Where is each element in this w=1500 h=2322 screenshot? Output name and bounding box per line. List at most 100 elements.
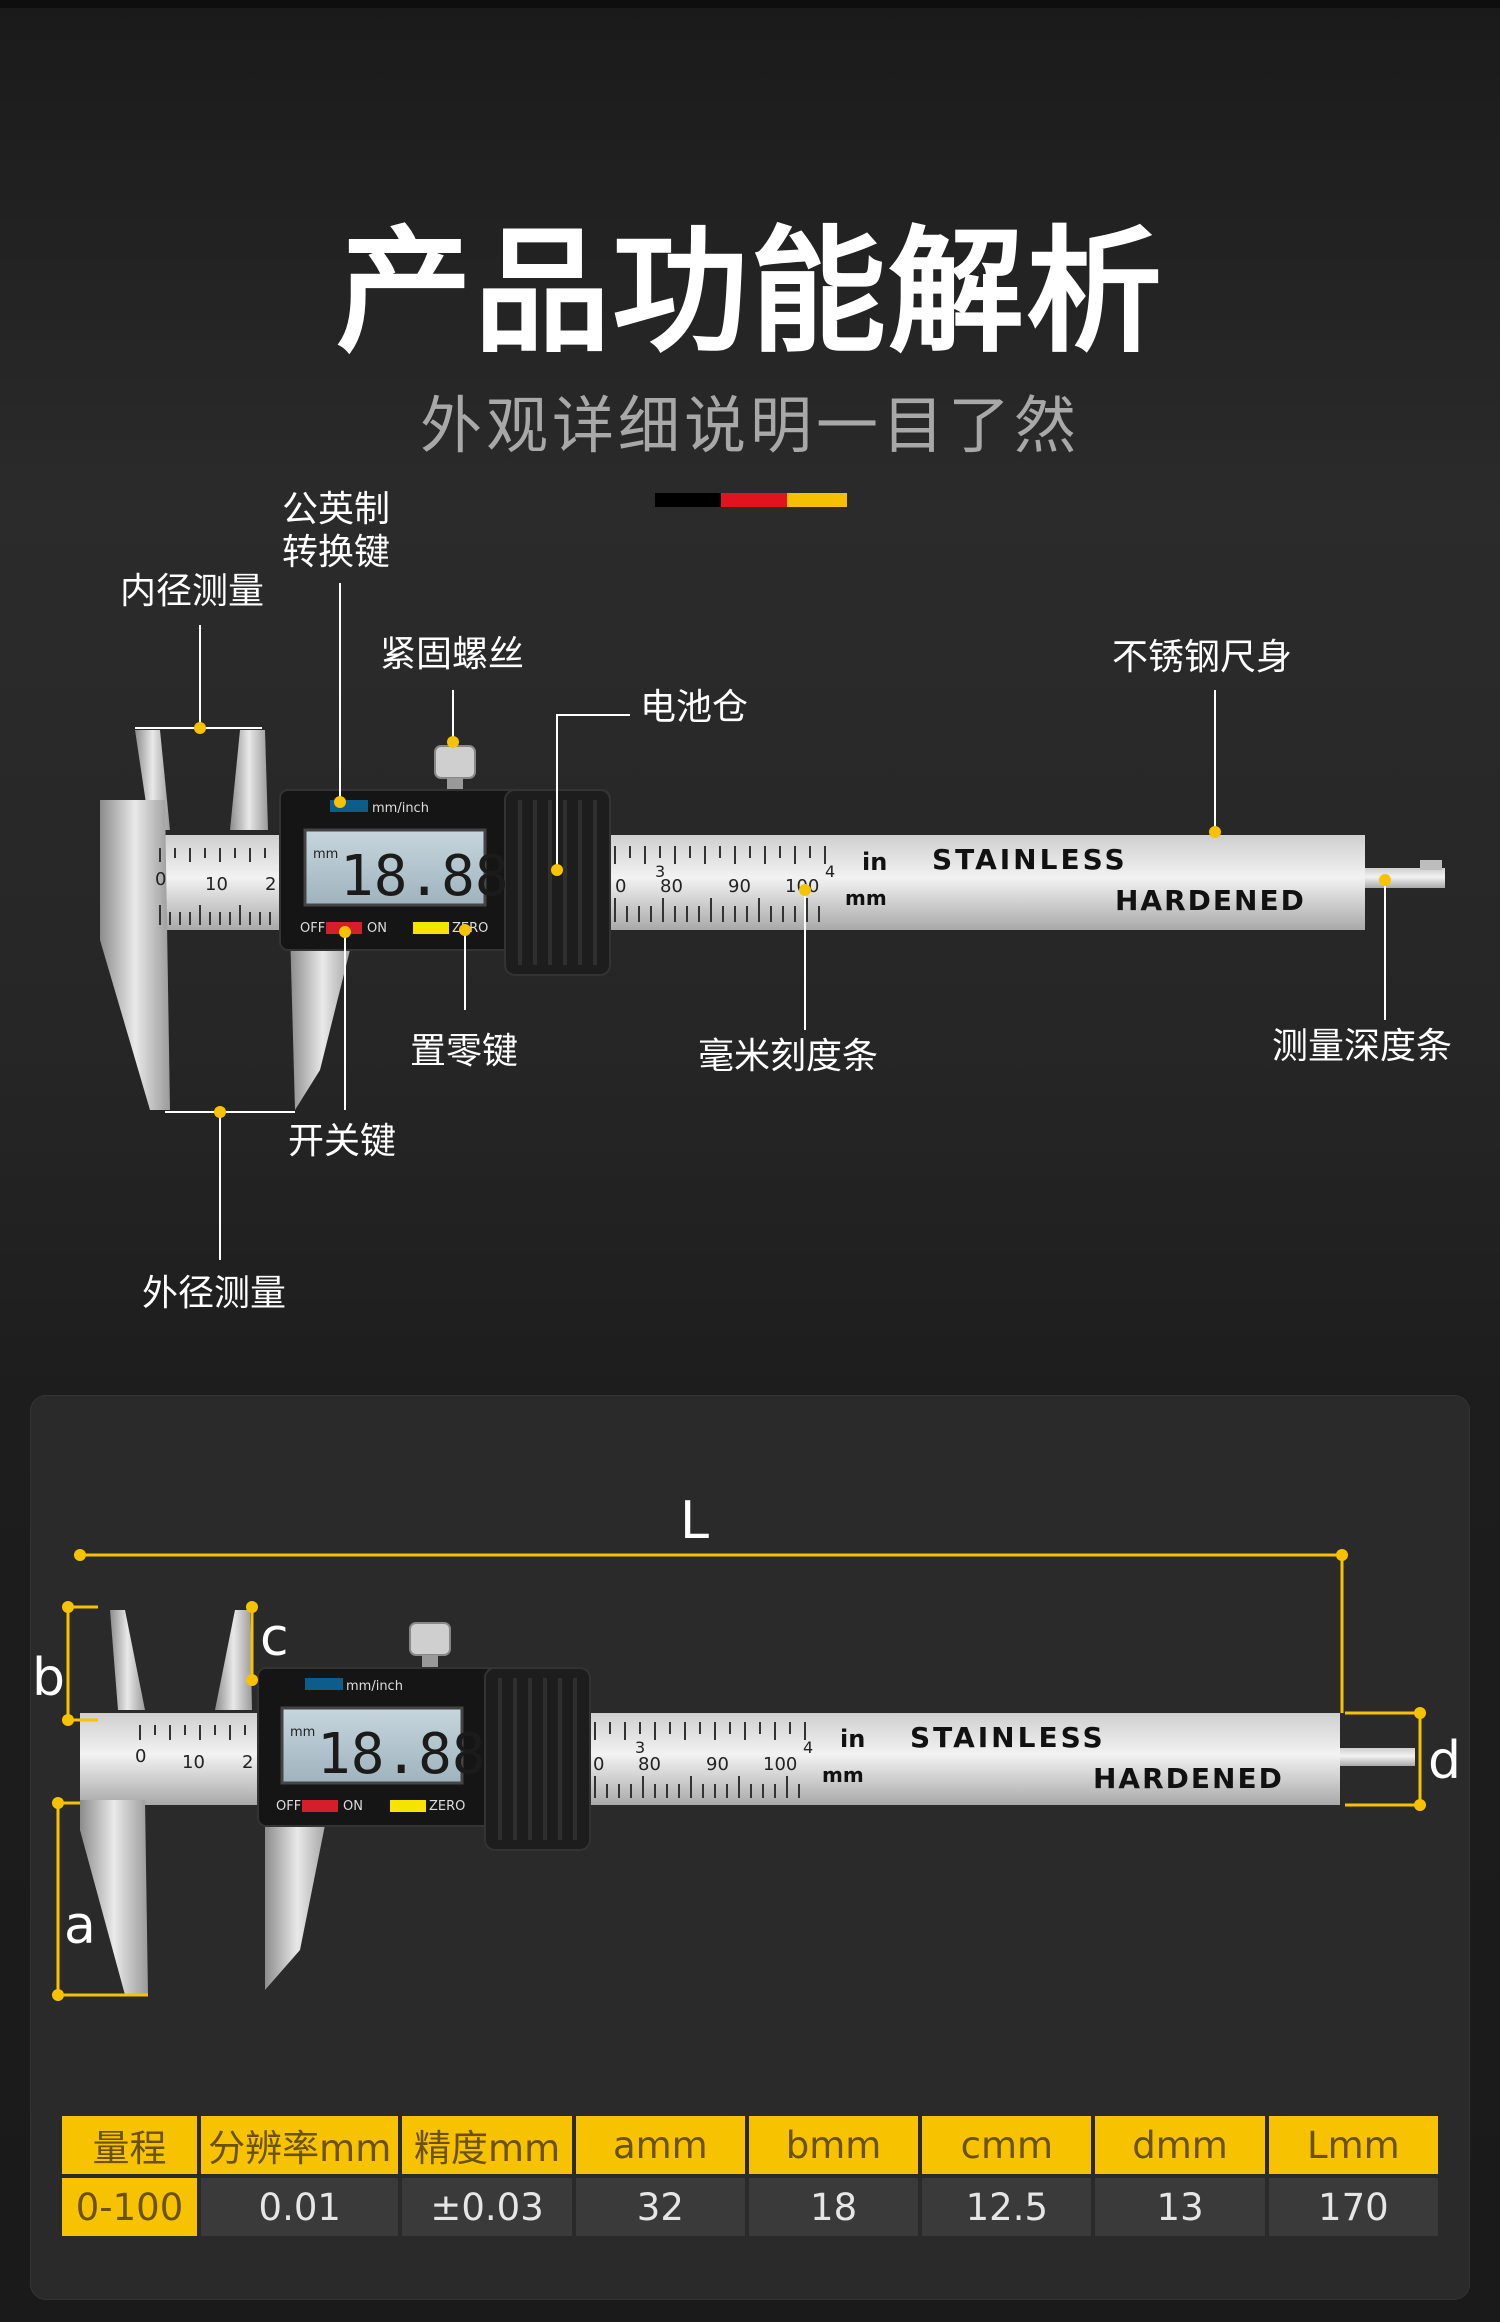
- label-outer-diameter: 外径测量: [142, 1273, 287, 1314]
- callout-dots: [194, 722, 1391, 1118]
- spec-value-d: 13: [1095, 2178, 1265, 2236]
- caliper-illustration-annotated: 0 10 2 3 4 0 80 90 100: [100, 583, 1445, 1260]
- dim-beam-unit-mm: mm: [822, 1763, 864, 1787]
- scale-number-10: 10: [205, 874, 228, 895]
- dimension-label-c: c: [260, 1608, 289, 1668]
- dim-lcd-unit: mm: [290, 1725, 315, 1740]
- dim-inch-number-3: 3: [635, 1738, 645, 1757]
- label-power-key: 开关键: [288, 1121, 397, 1162]
- scale-number-0: 0: [155, 869, 166, 890]
- label-mm-scale: 毫米刻度条: [698, 1036, 879, 1077]
- label-battery: 电池仓: [640, 687, 749, 728]
- label-inner-diameter: 内径测量: [120, 571, 265, 612]
- dim-lcd-value: 18.88: [317, 1722, 486, 1787]
- dim-beam-text-stainless: STAINLESS: [910, 1721, 1106, 1754]
- dim-beam-text-hardened: HARDENED: [1093, 1762, 1284, 1795]
- label-metric-imperial-key: 公英制 转换键: [282, 489, 391, 574]
- lcd-screen: [303, 828, 487, 907]
- inch-number-3: 3: [655, 862, 665, 881]
- spec-header-resolution: 分辨率mm: [201, 2116, 399, 2174]
- dim-lcd-screen: [280, 1706, 464, 1785]
- page-title: 产品功能解析: [336, 214, 1164, 372]
- spec-header-b: bmm: [748, 2116, 919, 2174]
- dim-inner-jaw-fixed: [110, 1610, 145, 1710]
- beam-number-80: 80: [660, 876, 683, 897]
- spec-value-range: 0-100: [62, 2178, 197, 2236]
- spec-header-a: amm: [575, 2116, 745, 2174]
- beam-text-hardened: HARDENED: [1115, 884, 1306, 917]
- dim-lock-screw: [409, 1622, 451, 1656]
- spec-header-c: cmm: [922, 2116, 1092, 2174]
- callout-leaders: [135, 583, 1386, 1260]
- spec-table-header-row: 量程 分辨率mm 精度mm amm bmm cmm dmm Lmm: [62, 2116, 1438, 2174]
- flag-stripe-black: [655, 493, 721, 507]
- dimension-dots: [52, 1549, 1426, 2001]
- unit-switch-label: mm/inch: [372, 801, 429, 816]
- dim-beam-unit-in: in: [840, 1725, 865, 1753]
- dimension-label-L: L: [680, 1491, 709, 1551]
- dim-inch-number-4: 4: [803, 1738, 813, 1757]
- spec-value-a: 32: [575, 2178, 745, 2236]
- label-lock-screw: 紧固螺丝: [380, 634, 525, 675]
- dim-beam-number-80: 80: [638, 1754, 661, 1775]
- spec-value-c: 12.5: [922, 2178, 1092, 2236]
- zero-key: [413, 922, 449, 934]
- spec-header-range: 量程: [62, 2116, 197, 2174]
- dim-zero-label: ZERO: [429, 1799, 465, 1814]
- left-scale-ticks: [159, 848, 266, 862]
- dim-beam-number-100: 100: [763, 1754, 797, 1775]
- beam-number-90: 90: [728, 876, 751, 897]
- flag-stripe-red: [721, 493, 787, 507]
- left-mm-ticks: [159, 905, 271, 925]
- label-depth-bar: 测量深度条: [1272, 1026, 1453, 1067]
- page-subtitle: 外观详细说明一目了然: [419, 389, 1080, 462]
- inner-jaw-slide: [230, 730, 268, 830]
- dim-outer-jaw-fixed: [80, 1800, 148, 1995]
- dim-left-ticks: [139, 1725, 246, 1740]
- dim-beam-number-90: 90: [706, 1754, 729, 1775]
- spec-header-accuracy: 精度mm: [402, 2116, 572, 2174]
- dim-inner-jaw-slide: [215, 1610, 252, 1710]
- spec-header-L: Lmm: [1268, 2116, 1438, 2174]
- outer-jaw-slide: [290, 930, 355, 1110]
- inch-number-4: 4: [825, 862, 835, 881]
- dimension-label-d: d: [1428, 1731, 1462, 1791]
- beam-mm-ticks: [614, 898, 820, 922]
- spec-value-resolution: 0.01: [201, 2178, 399, 2236]
- on-label: ON: [367, 921, 387, 936]
- dim-scale-number-0: 0: [135, 1746, 146, 1767]
- outer-jaw-fixed: [100, 800, 170, 1110]
- beam-text-stainless: STAINLESS: [932, 843, 1128, 876]
- spec-table-value-row: 0-100 0.01 ±0.03 32 18 12.5 13 170: [62, 2178, 1438, 2236]
- dim-beam-number-0: 0: [593, 1754, 604, 1775]
- scale-number-2: 2: [265, 874, 276, 895]
- label-stainless-body: 不锈钢尺身: [1112, 637, 1293, 678]
- dim-depth-bar: [1340, 1748, 1415, 1766]
- dimension-label-b: b: [32, 1648, 66, 1708]
- top-edge: [0, 0, 1500, 8]
- beam-unit-mm: mm: [845, 886, 887, 910]
- dim-scale-number-10: 10: [182, 1752, 205, 1773]
- dimension-lines: [56, 1553, 1422, 1997]
- spec-table: 量程 分辨率mm 精度mm amm bmm cmm dmm Lmm 0-100 …: [58, 2112, 1442, 2240]
- dimension-label-a: a: [64, 1896, 96, 1956]
- dim-unit-switch-label: mm/inch: [346, 1679, 403, 1694]
- spec-value-b: 18: [748, 2178, 919, 2236]
- lcd-unit: mm: [313, 847, 338, 862]
- dim-on-label: ON: [343, 1799, 363, 1814]
- label-zero-key: 置零键: [410, 1031, 519, 1072]
- spec-header-d: dmm: [1095, 2116, 1265, 2174]
- dim-beam-ticks: [594, 1722, 806, 1798]
- beam-number-0: 0: [615, 876, 626, 897]
- dim-scale-number-2: 2: [242, 1752, 253, 1773]
- spec-value-L: 170: [1268, 2178, 1438, 2236]
- lcd-value: 18.88: [340, 844, 509, 909]
- dim-outer-jaw-slide: [265, 1800, 330, 1990]
- beam-inch-ticks: [614, 846, 826, 864]
- beam-unit-in: in: [862, 848, 887, 876]
- dim-battery-compartment: [484, 1667, 591, 1851]
- spec-value-accuracy: ±0.03: [402, 2178, 572, 2236]
- dim-off-label: OFF: [276, 1799, 301, 1814]
